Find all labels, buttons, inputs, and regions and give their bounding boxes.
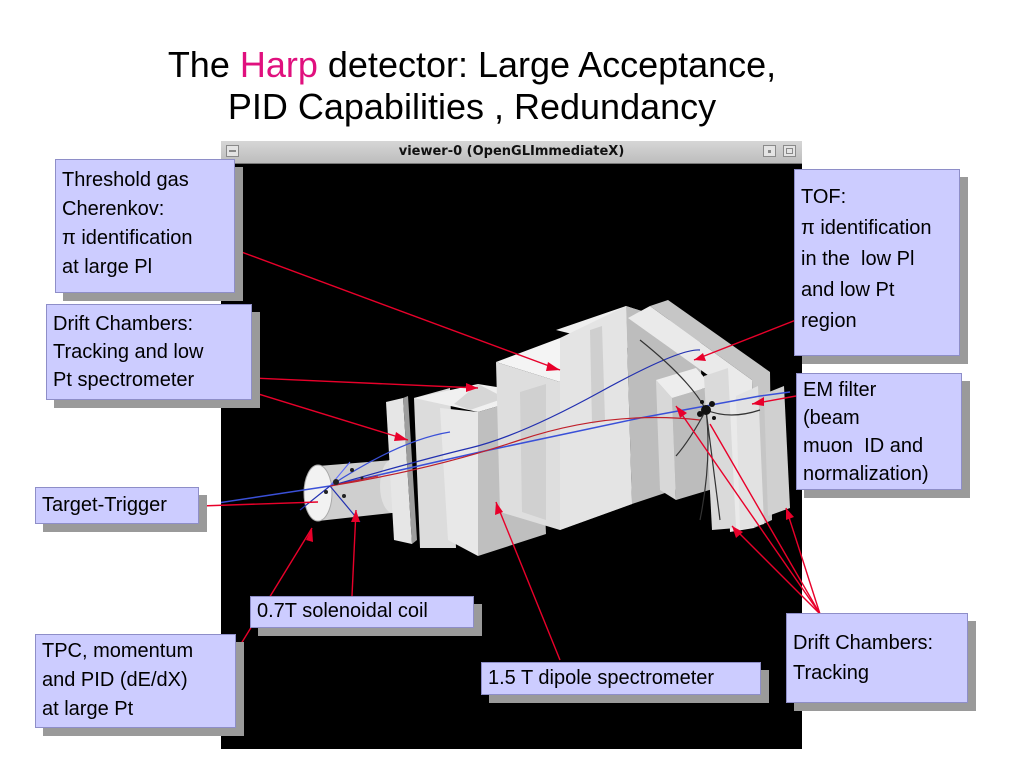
slide-title-line-1: The Harp detector: Large Acceptance, (0, 44, 984, 86)
viewer-window: viewer-0 (OpenGLImmediateX) (221, 141, 802, 749)
callout-dipole: 1.5 T dipole spectrometer (481, 662, 761, 695)
callout-tof: TOF: π identification in the low Pl and … (794, 169, 960, 356)
title-suffix: detector: Large Acceptance, (317, 44, 777, 85)
viewer-title: viewer-0 (OpenGLImmediateX) (398, 144, 625, 159)
callout-solenoid: 0.7T solenoidal coil (250, 596, 474, 628)
title-highlight: Harp (239, 44, 318, 85)
callout-tpc: TPC, momentum and PID (dE/dX) at large P… (35, 634, 236, 728)
title-prefix: The (167, 44, 240, 85)
window-minimize-button[interactable] (763, 145, 776, 157)
viewer-titlebar[interactable]: viewer-0 (OpenGLImmediateX) (221, 141, 802, 164)
callout-em-filter: EM filter (beam muon ID and normalizatio… (796, 373, 962, 490)
callout-target-trigger: Target-Trigger (35, 487, 199, 524)
callout-cherenkov: Threshold gas Cherenkov: π identificatio… (55, 159, 235, 293)
window-menu-button[interactable] (226, 145, 239, 157)
callout-drift-chambers-tracking: Drift Chambers: Tracking (786, 613, 968, 703)
window-maximize-button[interactable] (783, 145, 796, 157)
slide-title-line-2: PID Capabilities , Redundancy (227, 86, 717, 127)
callout-drift-chambers-low-pt: Drift Chambers: Tracking and low Pt spec… (46, 304, 252, 400)
detector-geometry (221, 300, 791, 556)
